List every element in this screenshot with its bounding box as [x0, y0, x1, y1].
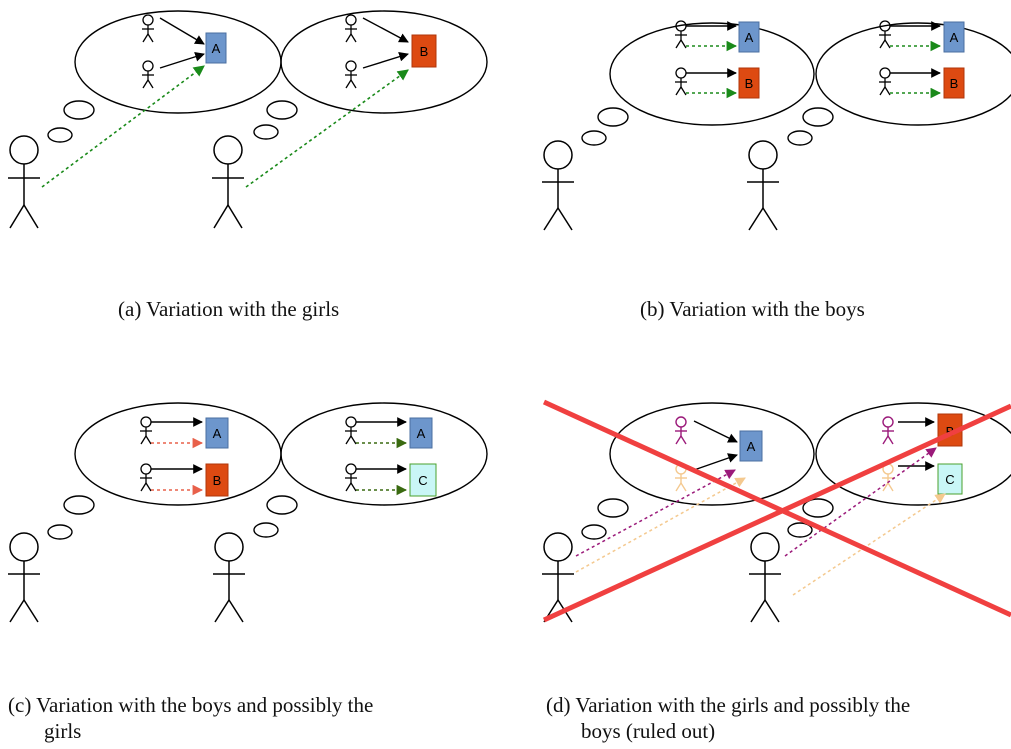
box-a [739, 430, 763, 462]
dotted-arrow-boys [792, 493, 946, 596]
boy-figure [882, 463, 894, 492]
thought-bubble-right [280, 10, 488, 114]
box-b [205, 463, 229, 497]
cross-line [542, 403, 1011, 623]
caption-c-line2: girls [44, 718, 81, 744]
box-a [205, 32, 227, 64]
thought-dot-small [47, 127, 73, 143]
girl-figure [882, 416, 894, 445]
thought-bubble-left [609, 402, 815, 506]
thought-dot-large [597, 498, 629, 518]
box-c [937, 463, 963, 495]
dotted-arrow-girls [575, 469, 736, 557]
box-label: C [418, 473, 427, 488]
box-b [738, 67, 760, 99]
box-label: B [950, 76, 959, 91]
panel-b: A B A B [542, 20, 1011, 231]
panel-a: A B [8, 10, 488, 229]
arrow [159, 52, 205, 69]
thought-dot-large [266, 100, 298, 120]
thought-dot-large [63, 100, 95, 120]
thinker-figure [8, 135, 40, 229]
box-label: A [417, 426, 426, 441]
small-figure [140, 463, 152, 492]
small-figure [142, 14, 154, 43]
thought-dot-large [597, 107, 629, 127]
small-figure [345, 463, 357, 492]
panel-c: A B A C [8, 402, 488, 623]
small-figure [345, 14, 357, 43]
thought-dot-small [787, 130, 813, 146]
small-figure [675, 20, 687, 49]
cross-line [542, 399, 1011, 618]
box-label: A [212, 41, 221, 56]
thinker-figure [8, 532, 40, 623]
arrow [362, 51, 409, 69]
thought-bubble-right [280, 402, 488, 506]
thought-bubble-right [815, 22, 1011, 126]
dotted-arrow [245, 69, 409, 188]
box-label: B [213, 473, 222, 488]
box-label: B [745, 76, 754, 91]
thinker-figure [749, 532, 781, 623]
box-a [409, 417, 433, 449]
box-label: A [213, 426, 222, 441]
girl-figure [675, 416, 687, 445]
box-a [738, 21, 760, 53]
dotted-arrow-boys [575, 477, 746, 573]
caption-text: (a) Variation with the girls [118, 297, 340, 321]
thinker-figure [747, 140, 779, 231]
arrow [693, 420, 738, 443]
caption-text: girls [44, 719, 82, 743]
dotted-arrow-girls [784, 447, 937, 557]
thought-dot-small [581, 524, 607, 540]
thought-dot-large [802, 498, 834, 518]
thought-bubble-right [815, 402, 1011, 506]
thought-dot-small [47, 524, 73, 540]
box-label: A [747, 439, 756, 454]
box-b [943, 67, 965, 99]
caption-text: (b) Variation with the boys [640, 297, 865, 321]
box-label: A [745, 30, 754, 45]
box-a [943, 21, 965, 53]
thought-dot-small [253, 522, 279, 538]
thought-dot-large [802, 107, 834, 127]
dotted-arrow [41, 65, 205, 188]
caption-a: (a) Variation with the girls [118, 296, 339, 322]
small-figure [345, 416, 357, 445]
caption-b: (b) Variation with the boys [640, 296, 865, 322]
thought-dot-large [63, 495, 95, 515]
small-figure [345, 60, 357, 89]
arrow [693, 453, 738, 471]
box-label: C [945, 472, 954, 487]
box-c [409, 463, 437, 497]
thought-bubble-left [609, 22, 815, 126]
small-figure [140, 416, 152, 445]
small-figure [675, 67, 687, 96]
thought-dot-small [253, 124, 279, 140]
thinker-figure [212, 135, 244, 229]
small-figure [879, 67, 891, 96]
thought-dot-large [266, 495, 298, 515]
thought-dot-small [581, 130, 607, 146]
caption-d: (d) Variation with the girls and possibl… [546, 692, 1011, 718]
caption-text: (d) Variation with the girls and possibl… [546, 693, 911, 717]
thinker-figure [213, 532, 245, 623]
box-a [205, 417, 229, 449]
caption-text: (c) Variation with the boys and possibly… [8, 693, 374, 717]
panel-d: A B C [542, 399, 1011, 623]
arrow [362, 17, 409, 43]
boy-figure [675, 463, 687, 492]
caption-d-line2: boys (ruled out) [581, 718, 715, 744]
box-label: B [420, 44, 429, 59]
caption-c: (c) Variation with the boys and possibly… [8, 692, 373, 718]
thought-dot-small [787, 522, 813, 538]
thinker-figure [542, 140, 574, 231]
small-figure [142, 60, 154, 89]
arrow [159, 17, 205, 45]
box-b [411, 34, 437, 68]
caption-text: boys (ruled out) [581, 719, 716, 743]
box-label: A [950, 30, 959, 45]
